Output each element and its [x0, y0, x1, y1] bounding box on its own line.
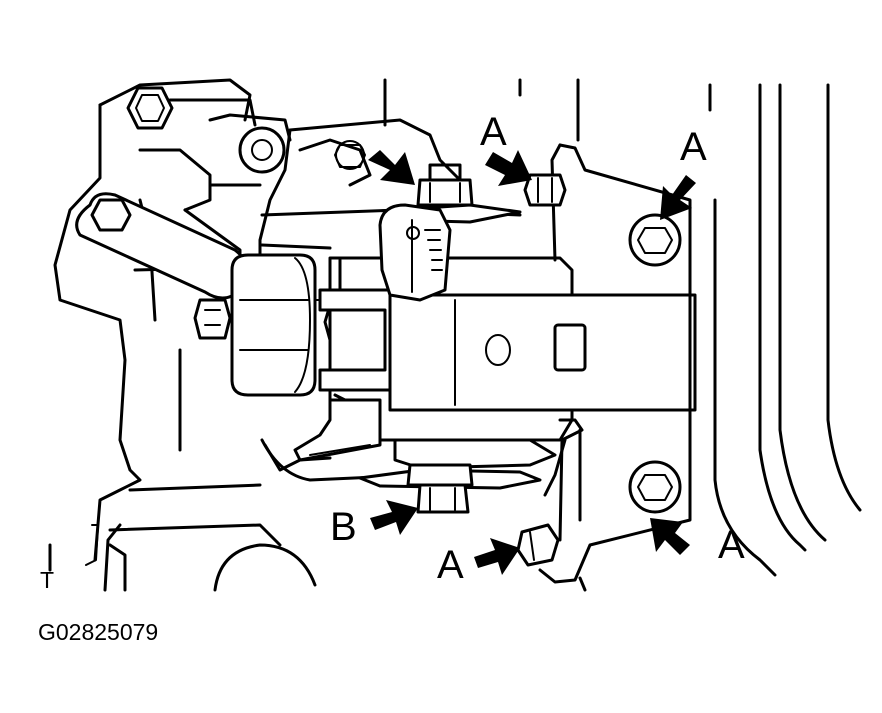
bolt-a-lower-left [516, 523, 560, 567]
upper-stud-nut [378, 163, 522, 302]
bolt-a-lower-right [628, 460, 682, 514]
block-bolt-upper-left [126, 86, 174, 130]
mount-bracket-plate [388, 293, 697, 412]
side-mount-bracket [538, 143, 692, 592]
label-b: B [330, 505, 357, 549]
bolt-a-upper-right [628, 213, 682, 267]
bolt-a-upper-left [523, 173, 567, 207]
vehicle-frame [383, 78, 862, 577]
arrow-a-lower-right [650, 518, 690, 555]
engine-block [53, 78, 292, 592]
block-bracket-arm [75, 192, 248, 300]
figure-id: G02825079 [38, 619, 158, 645]
label-a-lower-right: A [718, 523, 745, 567]
lower-housing [48, 543, 317, 592]
label-t: T [40, 567, 54, 593]
label-a-lower-left: A [437, 543, 464, 587]
label-a-upper-right: A [680, 125, 707, 169]
block-bolt-upper-middle [238, 126, 286, 174]
arrow-b [370, 500, 418, 535]
arrow-a-upper-left [485, 150, 532, 186]
arrow-a-upper-right [660, 175, 696, 220]
arrow-a-lower-left [474, 538, 520, 575]
label-a-upper-left: A [480, 110, 507, 154]
lower-stud-nut [358, 438, 557, 514]
arrow-upper-bolt [368, 150, 415, 185]
